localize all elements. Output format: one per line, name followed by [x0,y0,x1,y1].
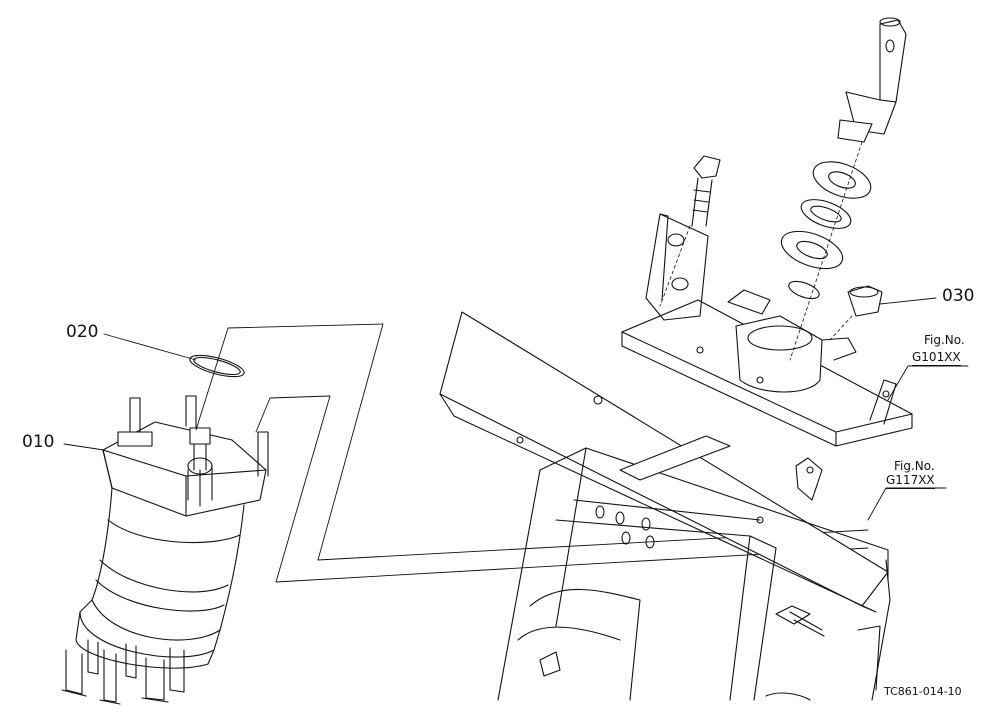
drawing-code: TC861-014-10 [884,685,962,698]
callout-020: 020 [66,322,99,342]
collar-nut [829,285,883,341]
main-frame [497,435,891,701]
upper-bracket [621,213,913,501]
shaft-stack [780,17,907,361]
fig-ref-1-label: Fig.No. [924,333,965,347]
motor-assembly [61,395,269,705]
leader-010 [63,443,105,451]
leader-g101xx [887,365,969,401]
phantom-outline [195,323,869,583]
o-ring [189,354,245,378]
fig-ref-2-label: Fig.No. [894,459,935,473]
callout-030: 030 [942,286,975,306]
bolt [659,155,721,307]
leader-020 [103,333,197,361]
fig-ref-1-code: G101XX [912,350,961,366]
leader-030 [879,297,937,305]
leader-g117xx [867,487,947,521]
callout-010: 010 [22,432,55,452]
fig-ref-2-code: G117XX [886,473,935,489]
